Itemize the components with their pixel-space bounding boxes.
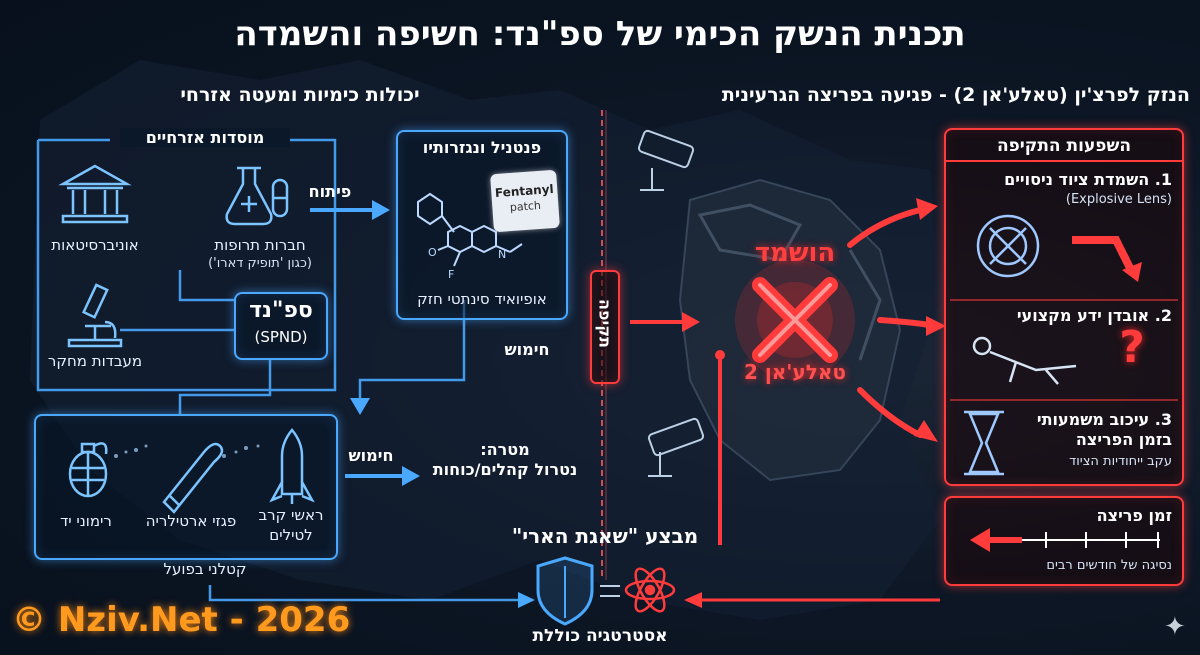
pharma-note: (כגון 'תופיק דארו') xyxy=(208,256,312,271)
shells-label: פגזי ארטילריה xyxy=(145,512,237,530)
impact-2-title: 2. אובדן ידע מקצועי xyxy=(1016,306,1172,325)
shield-icon xyxy=(536,556,594,626)
person-fallen-icon xyxy=(972,336,1077,385)
labs-label: מעבדות מחקר xyxy=(47,352,143,370)
missile-icon xyxy=(269,428,315,504)
hourglass-icon xyxy=(964,410,1004,476)
impact-1-note: (Explosive Lens) xyxy=(1065,192,1172,207)
grenades-label: רימוני יד xyxy=(60,512,112,530)
pharma-icon xyxy=(215,160,295,232)
destroyed-label: הושמד xyxy=(754,238,836,268)
spnd-latin: (SPND) xyxy=(254,328,308,346)
atom-icon xyxy=(624,567,676,613)
impact-1-title: 1. השמדת ציוד ניסויים xyxy=(1004,170,1172,189)
impacts-title: השפעות התקיפה xyxy=(996,136,1132,156)
arm-label: חימוש xyxy=(504,340,550,359)
weapons-panel: רימוני יד פגזי ארטילריה ראשי קרב לטילים xyxy=(34,414,338,560)
impact-3-note: עקב ייחודיות הציוד xyxy=(1069,454,1172,469)
fentanyl-panel: פנטניל ונגזרותיו O F N Fentanyl patch או… xyxy=(396,130,568,320)
develop-label: פיתוח xyxy=(308,182,352,201)
lens-icon xyxy=(976,214,1040,278)
breakout-panel: זמן פריצה נסיגה של חודשים רבים xyxy=(944,496,1184,586)
university-icon xyxy=(55,160,135,230)
microscope-icon xyxy=(55,282,135,350)
spnd-box: ספ"נד (SPND) xyxy=(234,292,328,360)
svg-text:F: F xyxy=(448,268,454,281)
strategy-label: אסטרטגיה כוללת xyxy=(532,626,668,646)
impact-3-title-2: בזמן הפריצה xyxy=(1075,430,1172,449)
warheads-label-1: ראשי קרב xyxy=(258,506,324,524)
page-title: תכנית הנשק הכימי של ספ"נד: חשיפה והשמדה xyxy=(234,14,966,54)
operation-label: מבצע "שאגת הארי" xyxy=(511,524,699,548)
fentanyl-title: פנטניל ונגזרותיו xyxy=(422,138,542,157)
warheads-label-2: לטילים xyxy=(269,526,313,544)
left-heading: יכולות כימיות ומעטה אזרחי xyxy=(180,84,420,106)
sparkle-icon: ✦ xyxy=(1164,612,1186,642)
goal-label-1: מטרה: xyxy=(480,440,530,459)
question-icon: ? xyxy=(1119,322,1145,373)
explosion-icon xyxy=(735,260,855,380)
breakout-caption: נסיגה של חודשים רבים xyxy=(1046,558,1172,573)
breakout-timeline xyxy=(970,528,1160,552)
impact-3-title-1: 3. עיכוב משמעותי xyxy=(1036,410,1172,429)
arm-label-2: חימוש xyxy=(348,446,394,465)
svg-text:O: O xyxy=(428,246,437,259)
svg-text:N: N xyxy=(498,248,506,261)
strike-divider-box: תקיפה xyxy=(590,270,620,384)
breakout-title: זמן פריצה xyxy=(1096,506,1172,525)
lethal-label: קטלני בפועל xyxy=(163,560,247,578)
pharma-label: חברות תרופות xyxy=(214,236,306,254)
civil-title: מוסדות אזרחיים xyxy=(120,128,290,147)
watermark: © Nziv.Net - 2026 xyxy=(12,600,351,640)
shell-icon xyxy=(162,442,224,514)
impacts-panel: השפעות התקיפה 1. השמדת ציוד ניסויים (Exp… xyxy=(944,128,1184,486)
site-label: טאלע'אן 2 xyxy=(744,360,846,384)
molecule-icon: O F N xyxy=(417,192,523,281)
camera-icon xyxy=(637,129,705,477)
fentanyl-caption: אופיואיד סינתטי חזק xyxy=(417,290,547,308)
grenade-icon xyxy=(68,442,108,498)
universities-label: אוניברסיטאות xyxy=(51,236,139,254)
goal-label-2: נטרול קהלים/כוחות xyxy=(432,460,578,479)
spnd-name: ספ"נד xyxy=(249,298,313,323)
right-heading: הנזק לפרצ'ין (טאלע'אן 2) - פגיעה בפריצה … xyxy=(721,84,1190,106)
